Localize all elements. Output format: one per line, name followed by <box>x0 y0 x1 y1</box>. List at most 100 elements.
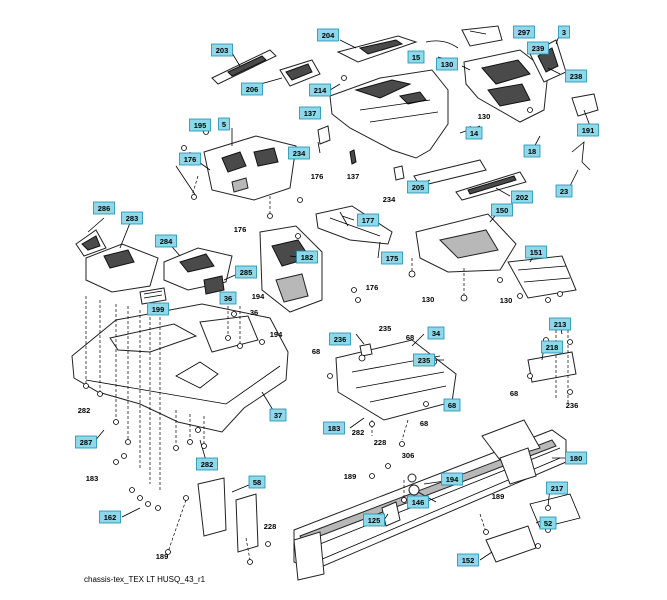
part-callout-boxed: 182 <box>296 250 318 264</box>
part-callout-boxed: 238 <box>565 69 587 83</box>
part-callout: 68 <box>406 333 414 342</box>
callout-box <box>457 553 479 567</box>
part-callout-boxed: 15 <box>407 50 425 64</box>
callout-box <box>441 472 463 486</box>
callout-box <box>549 317 571 331</box>
part-callout: 183 <box>86 474 99 483</box>
callout-number: 130 <box>441 60 454 69</box>
callout-number: 282 <box>78 406 91 415</box>
callout-box <box>189 118 211 132</box>
callout-number: 194 <box>446 475 459 484</box>
callout-number: 68 <box>448 401 456 410</box>
callout-box <box>357 213 379 227</box>
part-callout-boxed: 151 <box>525 245 547 259</box>
callout-number: 286 <box>98 204 111 213</box>
callout-number: 68 <box>312 347 320 356</box>
callout-number: 14 <box>470 129 479 138</box>
part-callout: 130 <box>422 295 435 304</box>
part-callout: 282 <box>78 406 91 415</box>
callout-number: 34 <box>432 329 441 338</box>
callout-box <box>299 106 321 120</box>
callout-box <box>577 123 599 137</box>
callout-box <box>211 43 233 57</box>
callout-number: 297 <box>518 28 531 37</box>
callout-number: 3 <box>562 28 566 37</box>
callout-number: 238 <box>570 72 583 81</box>
part-callout: 176 <box>366 283 379 292</box>
callout-number: 146 <box>412 498 425 507</box>
callout-number: 68 <box>420 419 428 428</box>
part-callout-boxed: 282 <box>196 457 218 471</box>
callout-box <box>407 180 429 194</box>
callout-number: 282 <box>201 460 214 469</box>
part-callout-boxed: 146 <box>407 495 429 509</box>
fasteners <box>83 75 573 565</box>
callout-number: 189 <box>492 492 505 501</box>
callout-box <box>309 83 331 97</box>
callout-box <box>511 190 533 204</box>
part-callout: 189 <box>344 472 357 481</box>
callout-number: 206 <box>246 85 259 94</box>
part-callout: 234 <box>383 195 396 204</box>
part-callout-boxed: 177 <box>357 213 379 227</box>
callout-number: 183 <box>328 424 341 433</box>
part-callout-boxed: 183 <box>323 421 345 435</box>
part-callout-boxed: 162 <box>99 510 121 524</box>
part-callout-boxed: 125 <box>363 513 385 527</box>
callout-number: 130 <box>500 296 513 305</box>
callout-number: 137 <box>347 172 360 181</box>
part-callout-boxed: 52 <box>539 516 557 530</box>
callout-box <box>288 146 310 160</box>
part-callout-boxed: 285 <box>235 265 257 279</box>
part-callout: 68 <box>510 389 518 398</box>
part-callout: 282 <box>352 428 365 437</box>
callout-number: 191 <box>582 126 595 135</box>
callout-number: 176 <box>184 155 197 164</box>
part-callout-boxed: 176 <box>179 152 201 166</box>
callout-number: 183 <box>86 474 99 483</box>
part-callout: 68 <box>420 419 428 428</box>
part-callout-boxed: 58 <box>248 475 266 489</box>
callout-box <box>363 513 385 527</box>
callout-number: 180 <box>570 454 583 463</box>
callout-number: 177 <box>362 216 375 225</box>
callout-box <box>491 203 513 217</box>
part-callout: 235 <box>379 324 392 333</box>
callout-number: 217 <box>551 484 564 493</box>
part-callout: 228 <box>264 522 277 531</box>
callout-box <box>555 184 573 198</box>
callout-number: 18 <box>528 147 536 156</box>
callout-box <box>269 408 287 422</box>
part-callout-boxed: 284 <box>155 234 177 248</box>
part-callout-boxed: 180 <box>565 451 587 465</box>
callout-box <box>436 57 458 71</box>
part-illustrations <box>71 25 599 581</box>
callout-number: 287 <box>80 438 93 447</box>
callout-number: 15 <box>412 53 420 62</box>
callout-number: 202 <box>516 193 529 202</box>
part-callout-boxed: 150 <box>491 203 513 217</box>
callout-number: 283 <box>126 214 139 223</box>
callout-number: 5 <box>222 120 226 129</box>
callout-number: 175 <box>386 254 399 263</box>
callout-box <box>565 69 587 83</box>
callout-box <box>523 144 541 158</box>
callout-box <box>296 250 318 264</box>
callout-box <box>546 481 568 495</box>
callout-number: 214 <box>314 86 327 95</box>
part-callout-boxed: 202 <box>511 190 533 204</box>
callout-box <box>317 28 339 42</box>
part-callout-boxed: 214 <box>309 83 331 97</box>
callout-number: 151 <box>530 248 543 257</box>
callout-number: 195 <box>194 121 207 130</box>
part-callout: 189 <box>156 552 169 561</box>
part-callout-boxed: 194 <box>441 472 463 486</box>
part-callout-boxed: 213 <box>549 317 571 331</box>
callout-box <box>93 201 115 215</box>
part-callout-boxed: 235 <box>413 353 435 367</box>
callout-number: 189 <box>156 552 169 561</box>
callout-box <box>248 475 266 489</box>
callout-box <box>75 435 97 449</box>
callout-box <box>323 421 345 435</box>
